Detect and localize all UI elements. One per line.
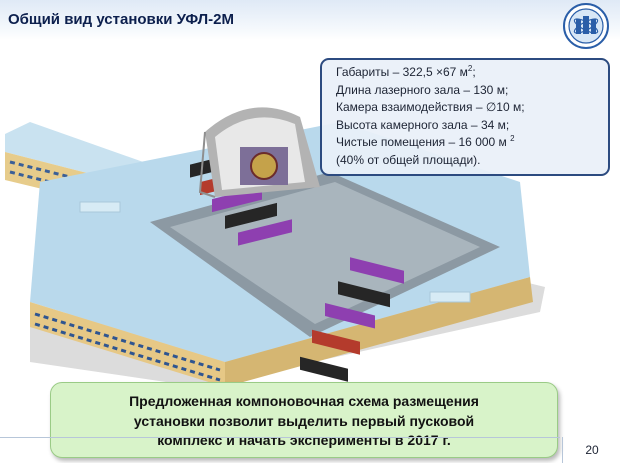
spec-chamber-diameter: Камера взаимодействия – ∅10 м; bbox=[336, 100, 525, 115]
spec-clean-rooms-text: Чистые помещения – 16 000 м bbox=[336, 135, 511, 150]
summary-note: Предложенная компоновочная схема размеще… bbox=[50, 382, 558, 458]
note-line-1: Предложенная компоновочная схема размеще… bbox=[129, 393, 479, 409]
spec-laser-hall-length: Длина лазерного зала – 130 м; bbox=[336, 82, 509, 97]
note-line-3: комплекс и начать эксперименты в 2017 г. bbox=[157, 432, 451, 448]
facility-illustration bbox=[5, 107, 545, 387]
spec-clean-rooms: Чистые помещения – 16 000 м 2 bbox=[336, 134, 598, 152]
page-number: 20 bbox=[562, 437, 620, 463]
spec-clean-rooms-sup: 2 bbox=[510, 134, 515, 144]
spec-dimensions-sup: 2 bbox=[467, 64, 473, 73]
slide-title: Общий вид установки УФЛ-2М bbox=[8, 11, 235, 28]
spec-clean-rooms-share: (40% от общей площади). bbox=[336, 152, 481, 167]
chamber-hall bbox=[198, 107, 320, 198]
spec-dimensions-end: ; bbox=[472, 65, 476, 79]
note-line-2: установки позволит выделить первый пуско… bbox=[133, 412, 475, 429]
footer-divider bbox=[0, 437, 560, 438]
slide-header: Общий вид установки УФЛ-2М bbox=[0, 0, 620, 49]
institute-logo-icon bbox=[563, 3, 609, 49]
spec-dimensions: Габариты – 322,5 ×67 м2; bbox=[336, 64, 598, 82]
spec-chamber-hall-height: Высота камерного зала – 34 м; bbox=[336, 117, 510, 132]
specs-box: Габариты – 322,5 ×67 м2; Длина лазерного… bbox=[320, 58, 610, 176]
spec-dimensions-text: Габариты – 322,5 ×67 м bbox=[336, 65, 468, 79]
